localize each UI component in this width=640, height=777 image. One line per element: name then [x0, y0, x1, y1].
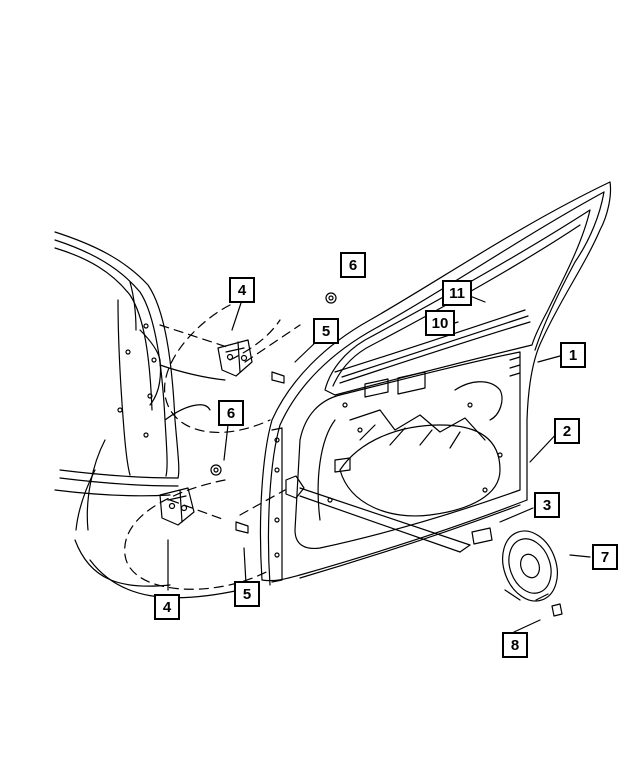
upper-hinge	[217, 292, 337, 384]
callout-11: 11	[442, 280, 472, 306]
callout-7: 7	[592, 544, 618, 570]
swing-lines	[74, 364, 241, 599]
callout-6-lower: 6	[218, 400, 244, 426]
callout-4-lower: 4	[154, 594, 180, 620]
door-shell	[259, 181, 612, 586]
callout-5-upper: 5	[313, 318, 339, 344]
callout-3: 3	[534, 492, 560, 518]
body-pillar	[54, 231, 211, 531]
callout-5-lower: 5	[234, 581, 260, 607]
leader-lines	[167, 293, 591, 633]
callout-4-upper: 4	[229, 277, 255, 303]
lower-hinge	[159, 464, 249, 534]
alignment-leaders	[124, 304, 301, 590]
callout-8: 8	[502, 632, 528, 658]
callout-1: 1	[560, 342, 586, 368]
callout-6-upper: 6	[340, 252, 366, 278]
callout-10: 10	[425, 310, 455, 336]
callout-2: 2	[554, 418, 580, 444]
speaker	[471, 527, 563, 617]
